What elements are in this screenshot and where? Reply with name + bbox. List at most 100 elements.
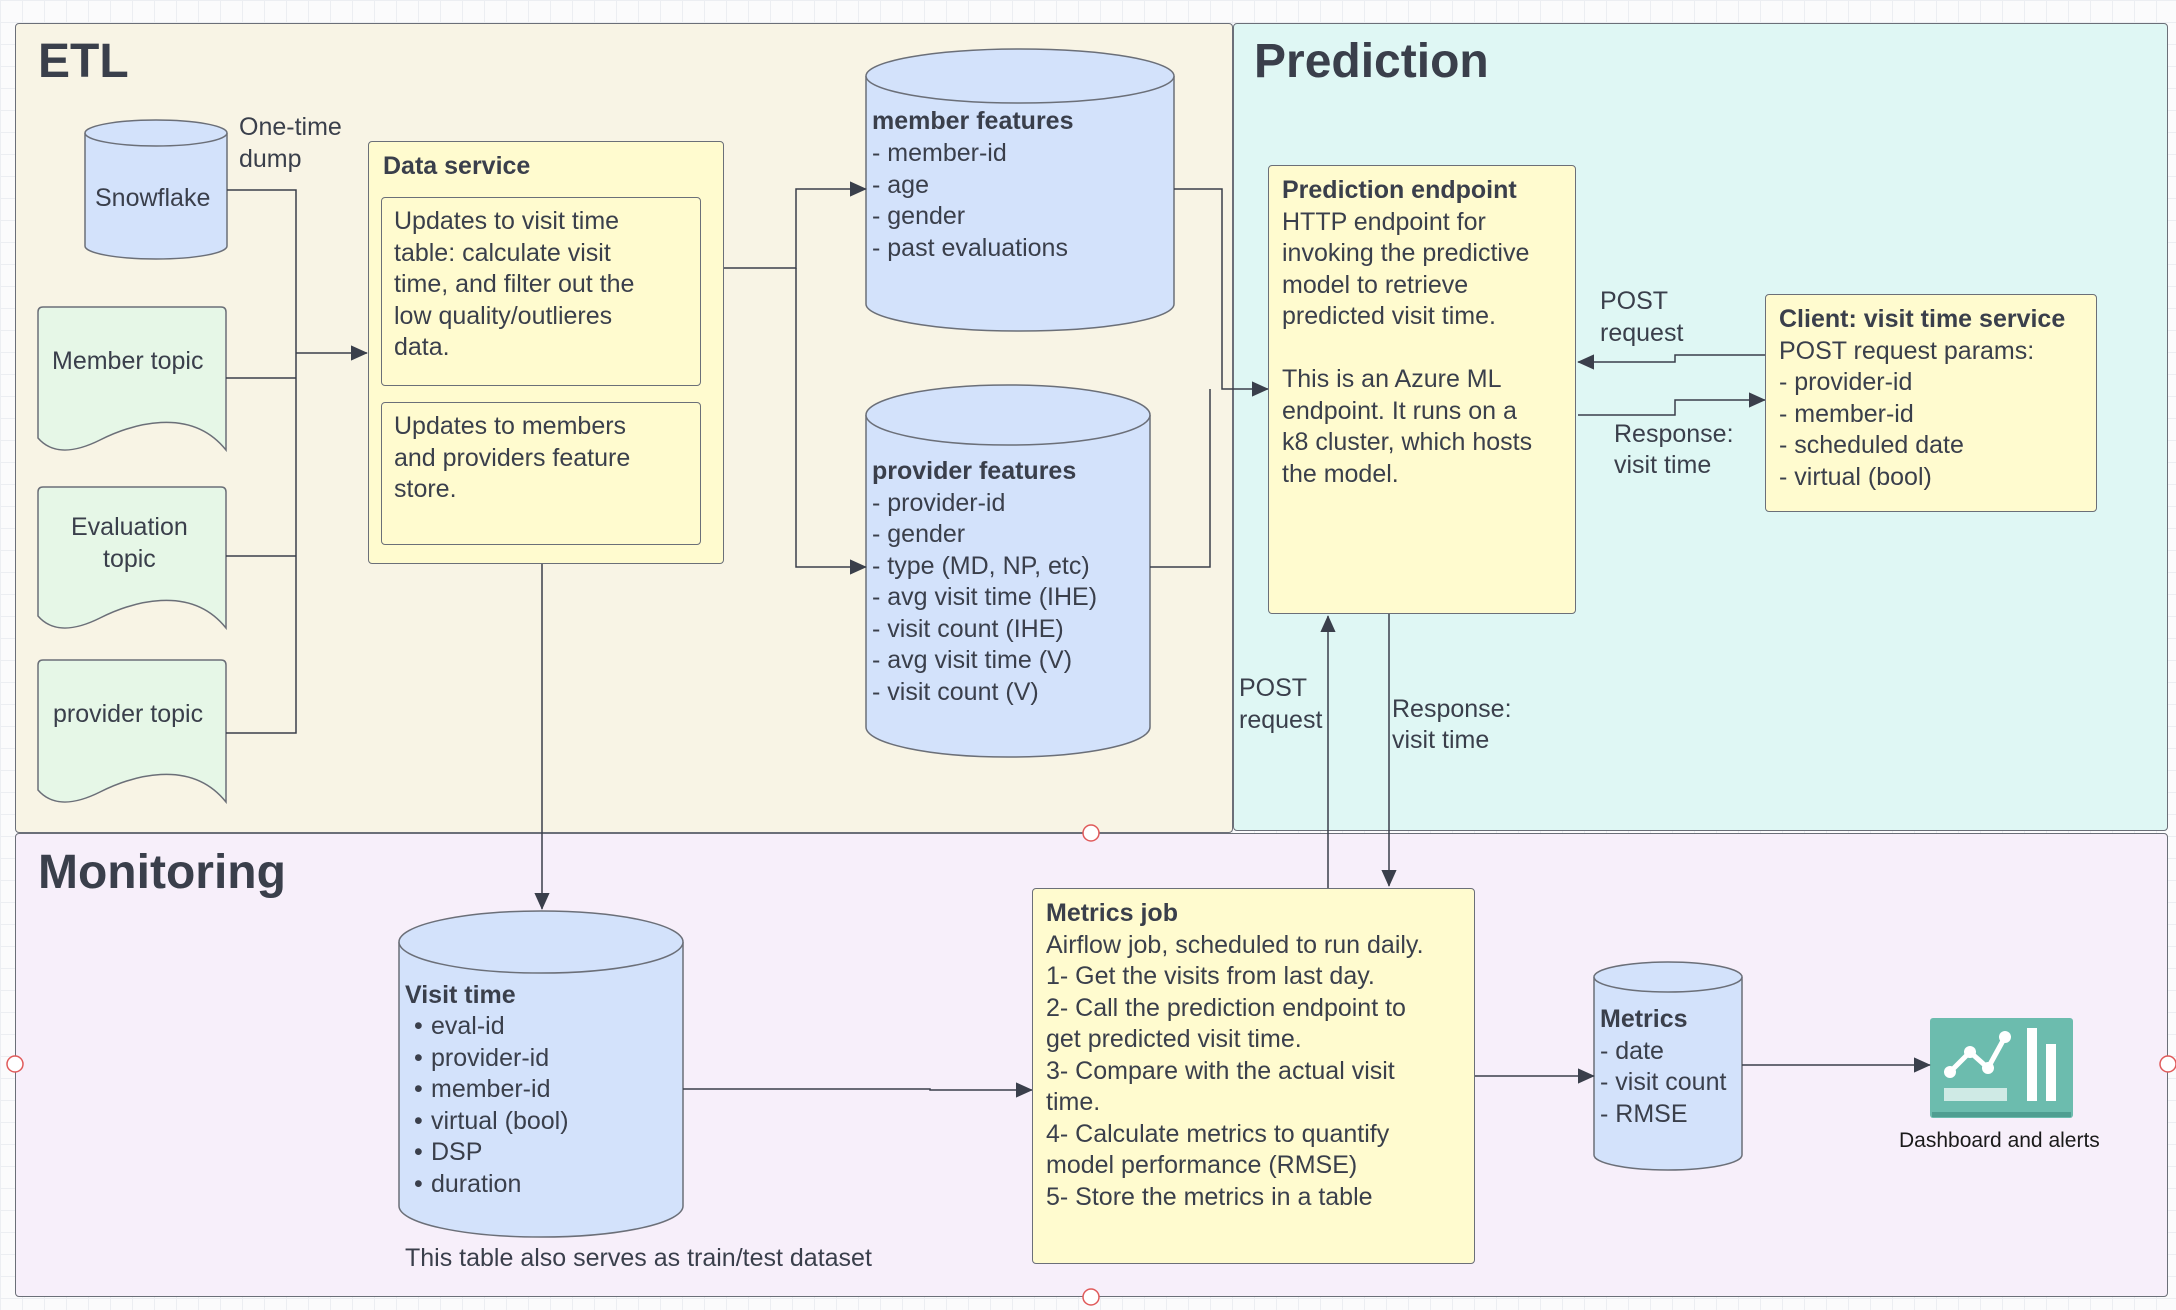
feature-update-line: Updates to members (394, 412, 627, 440)
visit-time-item: member-id (431, 1075, 551, 1103)
visit-time-item: DSP (431, 1138, 483, 1166)
bullet-mark: • (414, 1012, 423, 1040)
provider-features-title: provider features (872, 457, 1077, 485)
metrics-store-title: Metrics (1600, 1005, 1688, 1033)
client-post-label-line2: request (1600, 319, 1684, 347)
prediction-endpoint-title: Prediction endpoint (1282, 176, 1517, 204)
member-features-database[interactable] (865, 48, 1175, 332)
metrics-post-label-line2: request (1239, 706, 1323, 734)
one-time-dump-label-line2: dump (239, 145, 302, 173)
etl-title: ETL (38, 35, 129, 88)
client-response-label-line2: visit time (1614, 451, 1712, 479)
evaluation-topic-shape[interactable] (37, 486, 227, 631)
visit-time-update-note[interactable]: Updates to visit time table: calculate v… (381, 197, 701, 386)
snowflake-database[interactable] (84, 119, 228, 260)
visit-time-update-line: time, and filter out the (394, 270, 635, 298)
metrics-store-item: - RMSE (1600, 1100, 1688, 1128)
provider-features-item: - avg visit time (IHE) (872, 583, 1098, 611)
member-topic-shape[interactable] (37, 306, 227, 453)
visit-time-database[interactable] (398, 910, 684, 1238)
prediction-endpoint-desc: k8 cluster, which hosts (1282, 428, 1533, 456)
evaluation-topic-label-line1: Evaluation (71, 513, 188, 541)
provider-features-item: - visit count (V) (872, 678, 1039, 706)
provider-features-item: - provider-id (872, 489, 1006, 517)
metrics-job-line: 3- Compare with the actual visit (1046, 1057, 1395, 1085)
feature-update-line: store. (394, 475, 457, 503)
monitoring-title: Monitoring (38, 846, 286, 899)
data-service-title: Data service (383, 152, 531, 180)
feature-store-update-note[interactable]: Updates to members and providers feature… (381, 402, 701, 545)
provider-topic-label: provider topic (53, 700, 204, 728)
dashboard-label: Dashboard and alerts (1899, 1129, 2100, 1152)
client-param: - scheduled date (1779, 431, 1964, 459)
visit-time-item: duration (431, 1170, 522, 1198)
visit-time-item: provider-id (431, 1044, 550, 1072)
metrics-post-label-line1: POST (1239, 674, 1308, 702)
metrics-job-line: time. (1046, 1088, 1101, 1116)
metrics-job-line: 1- Get the visits from last day. (1046, 962, 1375, 990)
metrics-job-line: Airflow job, scheduled to run daily. (1046, 931, 1424, 959)
metrics-database[interactable] (1593, 961, 1743, 1171)
client-post-label-line1: POST (1600, 287, 1669, 315)
visit-time-update-line: data. (394, 333, 450, 361)
metrics-response-label-line1: Response: (1392, 695, 1512, 723)
client-service-box[interactable]: Client: visit time service POST request … (1765, 294, 2097, 512)
prediction-endpoint-desc: HTTP endpoint for (1282, 208, 1486, 236)
visit-time-item: virtual (bool) (431, 1107, 569, 1135)
provider-features-item: - gender (872, 520, 966, 548)
metrics-job-line: get predicted visit time. (1046, 1025, 1302, 1053)
evaluation-topic-label-line2: topic (103, 545, 156, 573)
member-features-item: - age (872, 171, 929, 199)
snowflake-label: Snowflake (95, 184, 211, 212)
visit-time-update-line: Updates to visit time (394, 207, 620, 235)
dashboard-chart-icon[interactable] (1930, 1018, 2073, 1118)
member-topic-label: Member topic (52, 347, 204, 375)
prediction-title: Prediction (1254, 35, 1489, 88)
provider-topic-shape[interactable] (37, 659, 227, 805)
prediction-endpoint-desc: predicted visit time. (1282, 302, 1496, 330)
data-service-to-feature-stores-connector (724, 181, 867, 575)
visit-time-update-line: low quality/outlieres (394, 301, 613, 330)
member-features-item: - member-id (872, 139, 1007, 167)
data-service-box[interactable]: Data service Updates to visit time table… (368, 141, 724, 564)
visit-time-update-line: table: calculate visit (394, 238, 611, 267)
bullet-mark: • (414, 1170, 423, 1198)
member-features-item: - gender (872, 202, 966, 230)
metrics-job-box[interactable]: Metrics job Airflow job, scheduled to ru… (1032, 888, 1475, 1264)
bullet-mark: • (414, 1075, 423, 1103)
metrics-job-line: 2- Call the prediction endpoint to (1046, 994, 1406, 1022)
metrics-store-item: - date (1600, 1037, 1664, 1065)
client-post-arrow (1577, 354, 1765, 370)
provider-features-database[interactable] (865, 384, 1151, 758)
provider-features-item: - type (MD, NP, etc) (872, 552, 1090, 580)
sources-to-data-service-connector (226, 189, 368, 734)
client-response-label-line1: Response: (1614, 420, 1734, 448)
member-features-item: - past evaluations (872, 234, 1068, 262)
connection-handles[interactable] (6, 824, 2176, 1306)
metrics-job-line: model performance (RMSE) (1046, 1151, 1358, 1179)
prediction-endpoint-desc: endpoint. It runs on a (1282, 397, 1517, 425)
feature-update-line: and providers feature (394, 443, 631, 472)
metrics-job-title: Metrics job (1046, 899, 1178, 927)
client-param: - member-id (1779, 400, 1914, 428)
visit-time-caption: This table also serves as train/test dat… (405, 1244, 872, 1272)
visit-time-item: eval-id (431, 1012, 505, 1040)
prediction-endpoint-desc: model to retrieve (1282, 271, 1469, 299)
prediction-endpoint-box[interactable]: Prediction endpoint HTTP endpoint for in… (1268, 165, 1576, 614)
one-time-dump-label-line1: One-time (239, 113, 342, 141)
metrics-job-line: 4- Calculate metrics to quantify (1046, 1120, 1390, 1148)
bullet-mark: • (414, 1107, 423, 1135)
bullet-mark: • (414, 1138, 423, 1166)
bullet-mark: • (414, 1044, 423, 1072)
client-param: - provider-id (1779, 368, 1913, 396)
metrics-store-item: - visit count (1600, 1068, 1727, 1096)
feature-stores-to-endpoint-connector (1150, 188, 1269, 568)
member-features-title: member features (872, 107, 1074, 135)
visit-time-title: Visit time (405, 981, 516, 1009)
provider-features-item: - visit count (IHE) (872, 615, 1064, 643)
client-title: Client: visit time service (1779, 305, 2066, 333)
prediction-endpoint-desc: the model. (1282, 460, 1399, 488)
prediction-endpoint-desc: This is an Azure ML (1282, 365, 1502, 393)
provider-features-item: - avg visit time (V) (872, 646, 1073, 674)
